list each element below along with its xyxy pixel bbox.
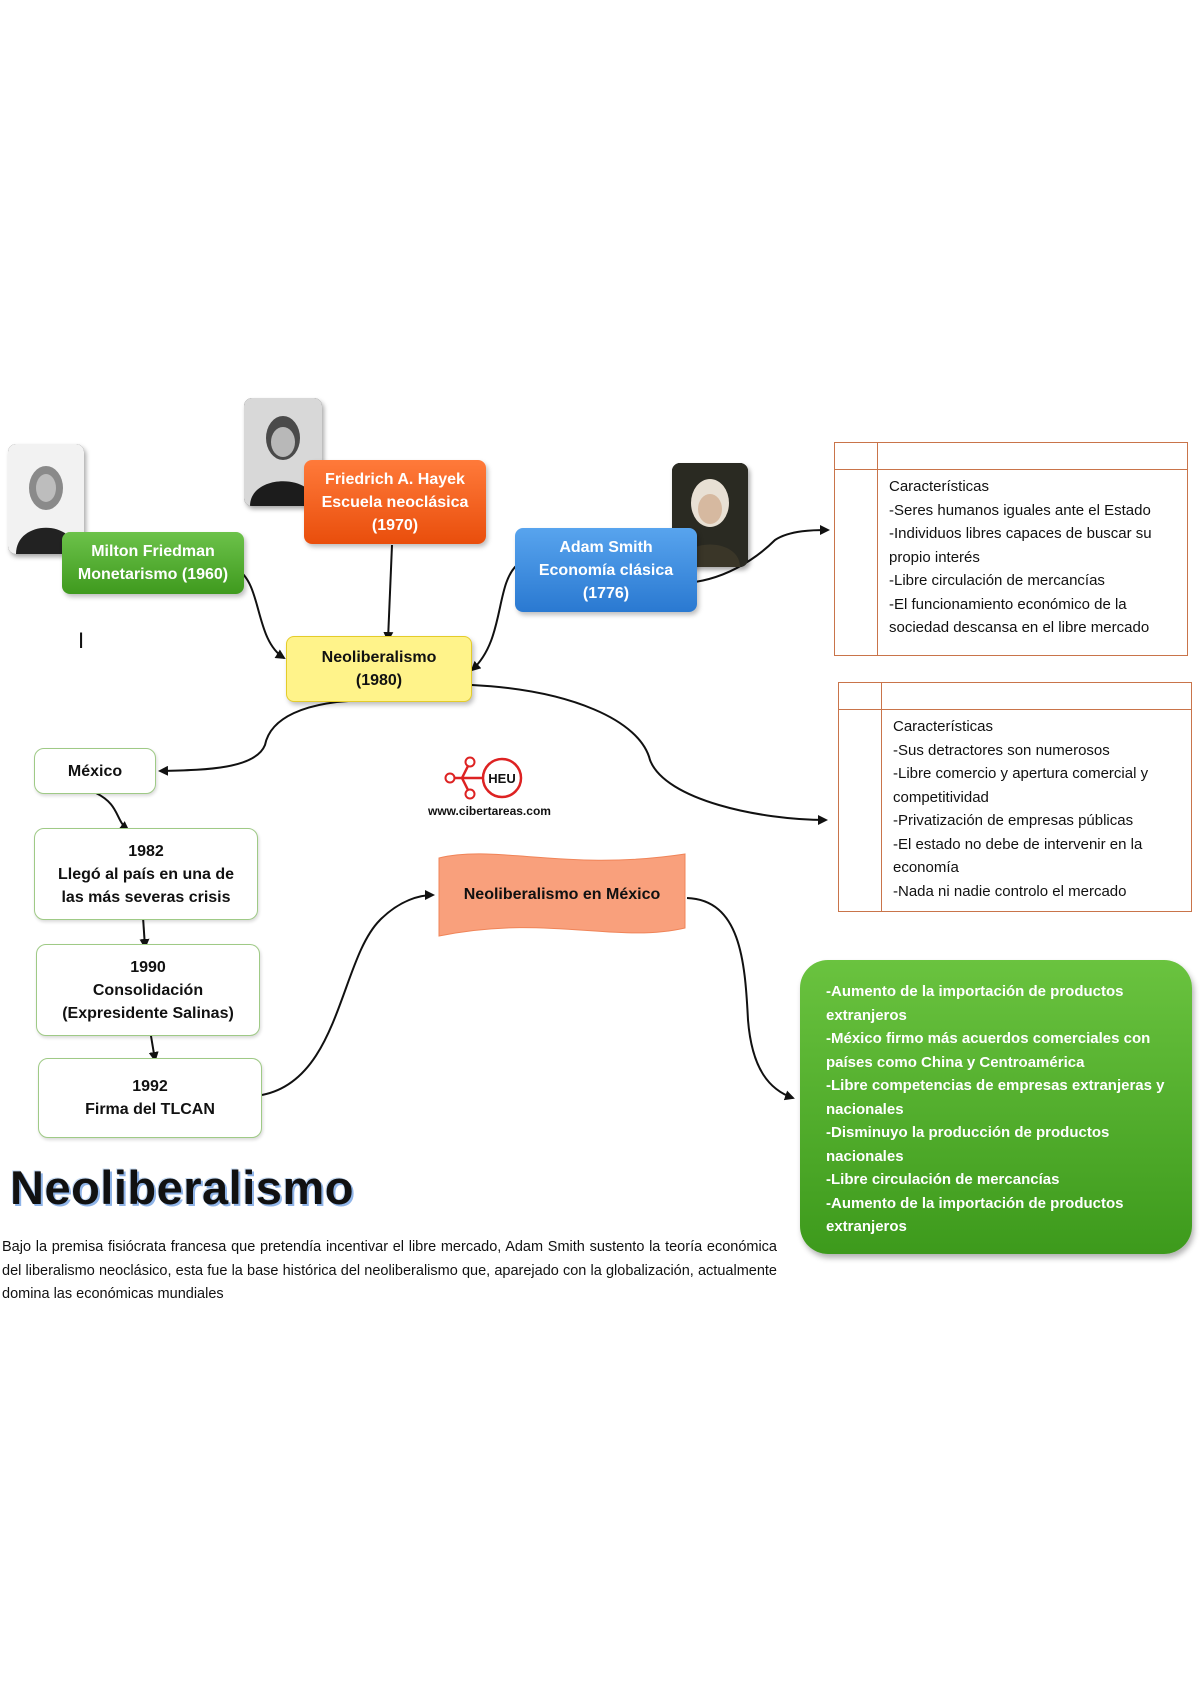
friedman-name: Milton Friedman [91, 543, 215, 560]
arrow-smith-to-table1 [694, 525, 830, 583]
mexico-label: México [67, 762, 123, 780]
table2-line: -Nada ni nadie controlo el mercado [893, 882, 1127, 900]
smith-year: (1776) [582, 584, 630, 602]
green_list-line: -Aumento de la importación de productos [826, 983, 1124, 1000]
green_list-line: extranjeros [826, 1218, 907, 1235]
banner-shape [438, 853, 686, 937]
arrow-hayek-to-neo [383, 544, 394, 642]
timeline-1990-line1: Consolidación [92, 981, 204, 999]
neoliberalismo-label: Neoliberalismo [321, 649, 437, 666]
hayek-school: Escuela neoclásica [321, 493, 469, 511]
hayek-year: (1970) [371, 516, 419, 534]
table2-line: -El estado no debe de intervenir en la [893, 835, 1143, 853]
green_list-line: -Libre competencias de empresas extranje… [826, 1077, 1165, 1094]
table1-line: sociedad descansa en el libre mercado [889, 619, 1150, 636]
arrow-smith-to-neo [470, 564, 518, 672]
logo-text: HEU [488, 771, 515, 786]
table2-line: -Libre comercio y apertura comercial y [893, 765, 1149, 782]
table1-line: Características [889, 478, 990, 495]
table1-line: propio interés [889, 548, 980, 566]
green_list-line: -Aumento de la importación de productos [826, 1194, 1124, 1212]
effects-list: -Aumento de la importación de productos e… [800, 960, 1192, 1254]
neoliberalismo-node: Neoliberalismo (1980) [286, 636, 472, 702]
timeline-1992-year: 1992 [132, 1078, 168, 1095]
timeline-1982-line2: las más severas crisis [61, 888, 231, 906]
table2-text: Características -Sus detractores son nume… [893, 715, 1181, 903]
table2-line: -Privatización de empresas públicas [893, 812, 1134, 829]
friedman-school: Monetarismo (1960) [77, 566, 229, 583]
page-title: Neoliberalismo [10, 1161, 354, 1214]
characteristics-table-2: Características -Sus detractores son nume… [838, 682, 1192, 912]
banner-label: Neoliberalismo en México [463, 886, 661, 903]
table1-text: Características -Seres humanos iguales an… [889, 475, 1177, 640]
neoliberalismo-year: (1980) [355, 672, 403, 689]
timeline-1982-year: 1982 [128, 842, 164, 860]
arrow-neo-to-mexico [158, 699, 376, 776]
green_list-line: -Disminuyo la producción de productos [826, 1124, 1110, 1141]
timeline-1990-year: 1990 [130, 958, 166, 976]
green_list-line: -Libre circulación de mercancías [826, 1171, 1060, 1188]
mexico-banner: Neoliberalismo en México [437, 850, 687, 940]
timeline-1992: 1992 Firma del TLCAN [38, 1058, 262, 1138]
green_list-line: nacionales [826, 1100, 904, 1118]
characteristics-table-1: Características -Seres humanos iguales an… [834, 442, 1188, 656]
timeline-1982: 1982 Llegó al país en una de las más sev… [34, 828, 258, 920]
table2-line: competitividad [893, 788, 989, 806]
table1-line: -Individuos libres capaces de buscar su [889, 525, 1152, 542]
arrow-neo-to-table2 [471, 684, 828, 825]
smith-node: Adam Smith Economía clásica (1776) [515, 528, 697, 612]
arrow-friedman-to-neo [237, 569, 286, 660]
table2-line: -Sus detractores son numerosos [893, 741, 1110, 759]
table1-line: -Libre circulación de mercancías [889, 572, 1105, 589]
timeline-1992-line1: Firma del TLCAN [85, 1101, 215, 1118]
arrow-1992-to-banner [261, 890, 435, 1096]
stray-mark: I [78, 628, 85, 653]
timeline-1982-line1: Llegó al país en una de [57, 865, 235, 883]
table2-line: economía [893, 859, 959, 876]
cibertareas-logo: HEU www.cibertareas.com [420, 754, 570, 824]
green_list-line: -México firmo más acuerdos comerciales c… [826, 1030, 1151, 1047]
table2-line: Características [893, 718, 994, 735]
arrow-mexico-to-1982 [95, 792, 130, 832]
smith-school: Economía clásica [538, 561, 674, 579]
arrow-banner-to-greenlist [686, 897, 795, 1101]
heu-logo-icon: HEU [444, 756, 523, 800]
mexico-node: México [34, 748, 156, 794]
friedman-node: Milton Friedman Monetarismo (1960) [62, 532, 244, 594]
intro-paragraph: Bajo la premisa fisiócrata francesa que … [2, 1239, 777, 1302]
green_list-line: extranjeros [826, 1006, 907, 1024]
logo-url: www.cibertareas.com [428, 804, 551, 818]
green_list-line: países como China y Centroamérica [826, 1053, 1085, 1071]
green_list-line: nacionales [826, 1147, 904, 1165]
timeline-1990: 1990 Consolidación (Expresidente Salinas… [36, 944, 260, 1036]
hayek-node: Friedrich A. Hayek Escuela neoclásica (1… [304, 460, 486, 544]
table1-line: -Seres humanos iguales ante el Estado [889, 501, 1151, 519]
arrow-1982-to-1990 [139, 916, 150, 949]
table1-line: -El funcionamiento económico de la [889, 595, 1127, 613]
smith-name: Adam Smith [559, 538, 653, 556]
timeline-1990-line2: (Expresidente Salinas) [62, 1004, 234, 1022]
hayek-name: Friedrich A. Hayek [325, 470, 465, 488]
